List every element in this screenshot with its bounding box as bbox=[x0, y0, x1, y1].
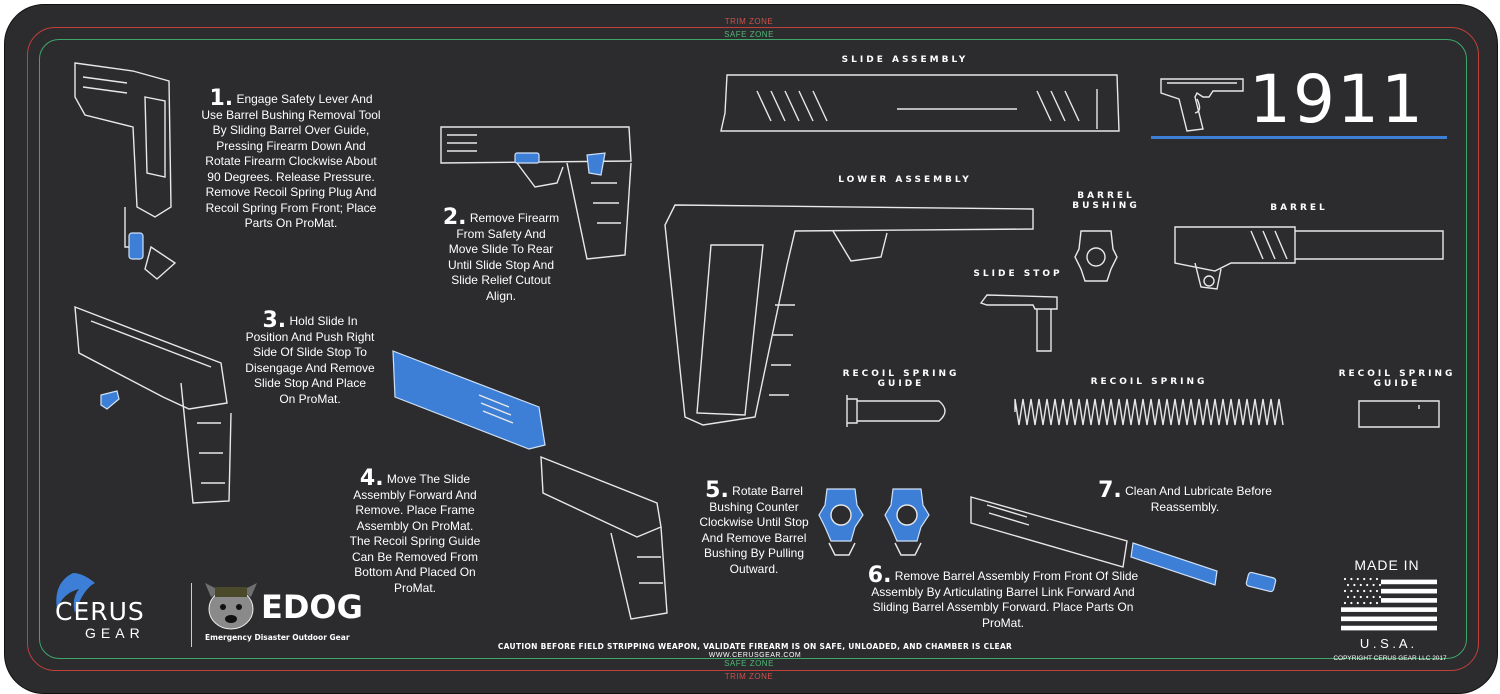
barrel-bushing-drawing bbox=[1074, 230, 1118, 282]
step-5-body: Rotate Barrel Bushing Counter Clockwise … bbox=[699, 484, 809, 576]
barrel-drawing bbox=[1174, 226, 1444, 290]
step-7-number: 7. bbox=[1098, 478, 1122, 503]
label-barrel: BARREL bbox=[1270, 203, 1328, 213]
label-recoil-spring-guide-right: RECOIL SPRING GUIDE bbox=[1338, 369, 1456, 389]
step-1-body: Engage Safety Lever And Use Barrel Bushi… bbox=[201, 92, 381, 230]
step-7-body: Clean And Lubricate Before Reassembly. bbox=[1125, 484, 1272, 514]
edog-dog-icon bbox=[205, 583, 257, 630]
step-5-text: 5. Rotate Barrel Bushing Counter Clockwi… bbox=[689, 480, 819, 577]
blue-slide-removed bbox=[392, 350, 546, 450]
pistol-slide-rear bbox=[440, 126, 632, 260]
lower-assembly-drawing bbox=[664, 204, 1034, 426]
logo-divider bbox=[191, 583, 192, 647]
label-lower-assembly: LOWER ASSEMBLY bbox=[838, 175, 972, 185]
step-1-text: 1. Engage Safety Lever And Use Barrel Bu… bbox=[201, 88, 381, 232]
recoil-spring-drawing bbox=[1014, 398, 1284, 426]
trim-zone-border bbox=[27, 27, 1479, 671]
step-2-number: 2. bbox=[442, 205, 467, 230]
label-slide-stop: SLIDE STOP bbox=[973, 269, 1063, 279]
step-4-body: Move The Slide Assembly Forward And Remo… bbox=[349, 472, 481, 595]
website-link[interactable]: WWW.CERUSGEAR.COM bbox=[708, 652, 802, 659]
safe-zone-label-top: SAFE ZONE bbox=[724, 30, 774, 39]
safe-zone-label-bottom: SAFE ZONE bbox=[724, 659, 774, 668]
slide-stop-drawing bbox=[979, 294, 1058, 352]
step-6-number: 6. bbox=[867, 563, 892, 588]
pistol-icon bbox=[1160, 78, 1244, 132]
trim-zone-label-bottom: TRIM ZONE bbox=[724, 672, 774, 681]
step-6-text: 6. Remove Barrel Assembly From Front Of … bbox=[853, 565, 1153, 631]
recoil-spring-plug-drawing bbox=[1358, 400, 1440, 428]
title-underline bbox=[1151, 136, 1447, 139]
recoil-spring-guide-drawing bbox=[846, 395, 946, 427]
cerus-logo-subtext: GEAR bbox=[85, 625, 145, 641]
slide-assembly-drawing bbox=[720, 74, 1120, 132]
step-4-number: 4. bbox=[359, 466, 384, 491]
label-slide-assembly: SLIDE ASSEMBLY bbox=[841, 55, 969, 65]
us-flag-icon bbox=[1341, 575, 1437, 635]
step-5-number: 5. bbox=[705, 478, 729, 503]
caution-notice: CAUTION BEFORE FIELD STRIPPING WEAPON, V… bbox=[497, 642, 1013, 651]
cerus-swoosh-icon bbox=[56, 573, 95, 613]
copyright: COPYRIGHT CERUS GEAR LLC 2017 bbox=[1333, 655, 1447, 662]
made-in-label: MADE IN bbox=[1354, 557, 1420, 573]
step-3-text: 3. Hold Slide In Position And Push Right… bbox=[245, 310, 375, 407]
step-2-body: Remove Firearm From Safety And Move Slid… bbox=[447, 211, 560, 303]
step-4-text: 4. Move The Slide Assembly Forward And R… bbox=[345, 468, 485, 596]
cerus-logo-text: CERUS bbox=[55, 597, 145, 626]
edog-tagline: Emergency Disaster Outdoor Gear bbox=[205, 633, 350, 642]
usa-label: U . S . A . bbox=[1359, 636, 1415, 651]
barrel-bushing-rotation bbox=[818, 488, 930, 556]
step-7-text: 7. Clean And Lubricate Before Reassembly… bbox=[1085, 480, 1285, 515]
step-6-body: Remove Barrel Assembly From Front Of Sli… bbox=[871, 569, 1139, 630]
model-title: 1911 bbox=[1249, 61, 1425, 138]
label-recoil-spring: RECOIL SPRING bbox=[1090, 377, 1208, 387]
label-barrel-bushing: BARREL BUSHING bbox=[1072, 191, 1140, 211]
slide-with-barrel bbox=[970, 496, 1277, 593]
step-2-text: 2. Remove Firearm From Safety And Move S… bbox=[441, 207, 561, 304]
gun-cleaning-mat: TRIM ZONE SAFE ZONE SAFE ZONE TRIM ZONE … bbox=[4, 4, 1498, 694]
label-recoil-spring-guide: RECOIL SPRING GUIDE bbox=[842, 369, 960, 389]
step-1-number: 1. bbox=[209, 86, 234, 111]
step-3-number: 3. bbox=[262, 308, 287, 333]
safe-zone-border bbox=[39, 39, 1467, 659]
frame-assembly bbox=[540, 455, 668, 620]
edog-logo-text: EDOG bbox=[261, 588, 363, 626]
pistol-angled-slide-stop bbox=[74, 305, 232, 504]
trim-zone-label-top: TRIM ZONE bbox=[724, 17, 774, 26]
pistol-vertical-bushing-tool bbox=[74, 62, 177, 280]
step-3-body: Hold Slide In Position And Push Right Si… bbox=[245, 314, 375, 406]
